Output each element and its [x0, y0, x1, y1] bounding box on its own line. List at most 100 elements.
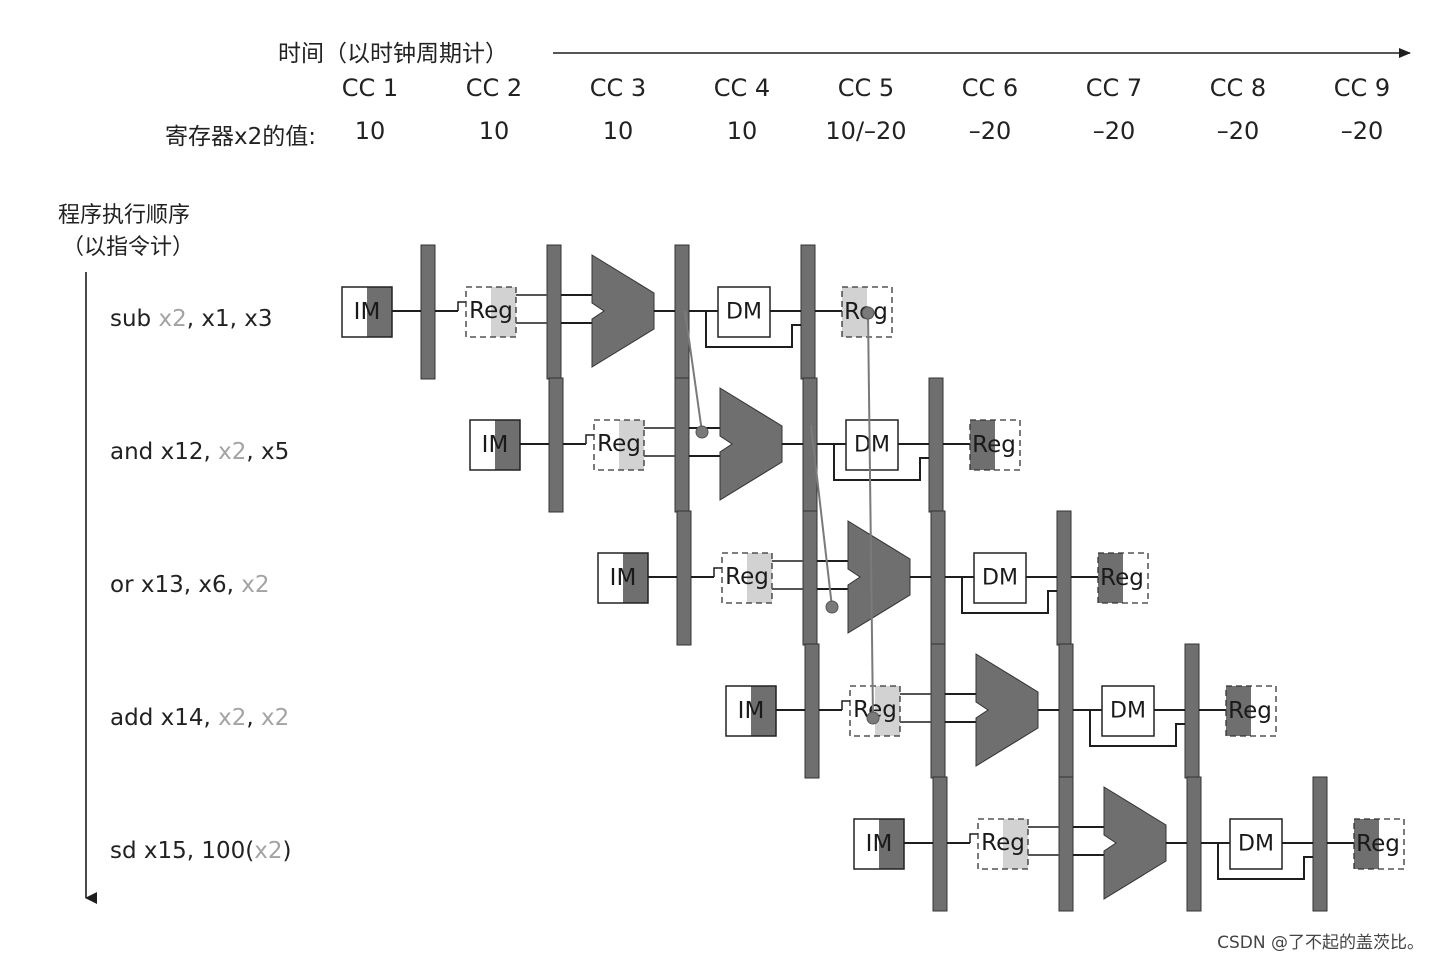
clock-cycle-8: CC 8	[1209, 74, 1267, 102]
pipeline-register-4	[1056, 510, 1072, 646]
reg-file	[977, 818, 1029, 870]
dm-bypass	[1089, 710, 1185, 747]
dm-bypass	[961, 577, 1057, 614]
pipeline-register-3	[1186, 776, 1202, 912]
dm-bypass	[705, 311, 801, 348]
dm-label: DM	[854, 433, 890, 458]
pipeline-register-1	[548, 377, 564, 513]
wb-reg-label: Reg	[1228, 698, 1272, 724]
reg-label: Reg	[725, 564, 769, 590]
dm-box	[973, 552, 1027, 604]
clock-cycle-1: CC 1	[341, 74, 399, 102]
dm-label: DM	[1110, 699, 1146, 724]
dm-label: DM	[1238, 832, 1274, 857]
dm-box	[1229, 818, 1283, 870]
pipeline-register-1	[932, 776, 948, 912]
im-box-right	[367, 287, 392, 337]
register-write-read-to-add	[867, 312, 874, 719]
instruction-2: and x12, x2, x5	[110, 439, 290, 465]
reg-file	[465, 286, 517, 338]
forward-ex-mem-to-and	[684, 310, 703, 433]
register-value-cc4: 10	[726, 117, 758, 145]
alu	[847, 520, 911, 634]
im-label: IM	[866, 831, 893, 857]
pipeline-register-3	[1058, 643, 1074, 779]
wb-reg-file	[1097, 552, 1149, 604]
reg-write-tick	[969, 833, 978, 843]
pipeline-register-2	[546, 244, 562, 380]
im-box-left	[470, 420, 495, 470]
pipeline-register-1	[804, 643, 820, 779]
reg-write-tick	[841, 700, 850, 710]
wb-reg-label: Reg	[972, 432, 1016, 458]
wb-reg-write-half	[1098, 553, 1123, 603]
reg-read-half	[491, 287, 516, 337]
forward-dot-add	[866, 711, 880, 725]
wb-reg-file	[841, 286, 893, 338]
wb-reg-label: Reg	[1100, 565, 1144, 591]
pipeline-register-3	[930, 510, 946, 646]
register-value-cc3: 10	[602, 117, 634, 145]
clock-cycle-9: CC 9	[1333, 74, 1391, 102]
clock-cycle-5: CC 5	[837, 74, 895, 102]
pipeline-register-4	[1184, 643, 1200, 779]
watermark: CSDN @了不起的盖茨比。	[1217, 933, 1424, 953]
pipeline-register-2	[802, 510, 818, 646]
forward-dot-sub-wb	[861, 306, 875, 320]
forward-mem-wb-to-or	[810, 424, 833, 608]
reg-label: Reg	[469, 298, 513, 324]
wb-reg-file	[1353, 818, 1405, 870]
wb-reg-file	[1225, 685, 1277, 737]
reg-read-half	[875, 686, 900, 736]
alu	[1103, 786, 1167, 900]
forward-dot-or	[825, 600, 839, 614]
register-value-label: 寄存器x2的值:	[165, 124, 316, 150]
dm-box	[1101, 685, 1155, 737]
wb-reg-write-half	[1354, 819, 1379, 869]
pipeline-register-3	[802, 377, 818, 513]
forward-dot-and	[695, 425, 709, 439]
im-box-left	[342, 287, 367, 337]
wb-reg-write-half	[1226, 686, 1251, 736]
dm-bypass	[1217, 843, 1313, 880]
register-value-cc9: –20	[1340, 117, 1384, 145]
dm-label: DM	[726, 300, 762, 325]
instruction-1: sub x2, x1, x3	[110, 306, 273, 332]
reg-write-tick	[457, 301, 466, 311]
program-order-label: 程序执行顺序	[58, 203, 191, 228]
im-box-left	[598, 553, 623, 603]
im-box-left	[854, 819, 879, 869]
pipeline-register-2	[1058, 776, 1074, 912]
reg-label: Reg	[597, 431, 641, 457]
wb-reg-file	[969, 419, 1021, 471]
register-value-cc8: –20	[1216, 117, 1260, 145]
reg-file	[593, 419, 645, 471]
alu	[719, 387, 783, 501]
register-value-cc5: 10/–20	[825, 117, 907, 145]
im-box-right	[751, 686, 776, 736]
reg-write-tick	[713, 567, 722, 577]
dm-box	[717, 286, 771, 338]
clock-cycle-4: CC 4	[713, 74, 771, 102]
reg-write-tick	[585, 434, 594, 444]
im-label: IM	[354, 299, 381, 325]
pipeline-register-4	[800, 244, 816, 380]
reg-file	[849, 685, 901, 737]
pipeline-register-1	[420, 244, 436, 380]
register-value-cc1: 10	[354, 117, 386, 145]
reg-read-half	[619, 420, 644, 470]
instruction-3: or x13, x6, x2	[110, 572, 270, 598]
reg-read-half	[1003, 819, 1028, 869]
program-order-sublabel: （以指令计）	[62, 235, 195, 260]
reg-label: Reg	[981, 830, 1025, 856]
clock-cycle-2: CC 2	[465, 74, 523, 102]
pipeline-register-1	[676, 510, 692, 646]
reg-read-half	[747, 553, 772, 603]
reg-file	[721, 552, 773, 604]
